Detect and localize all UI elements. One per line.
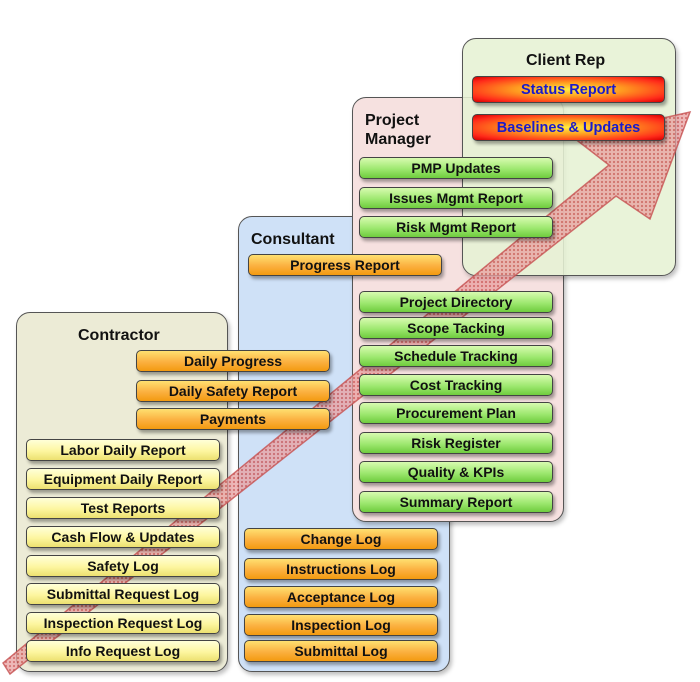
issues-mgmt-report-box: Issues Mgmt Report (359, 187, 553, 209)
summary-report-box: Summary Report (359, 491, 553, 513)
risk-mgmt-report-box: Risk Mgmt Report (359, 216, 553, 238)
info-request-log-box: Info Request Log (26, 640, 220, 662)
project-manager-title: Project Manager (365, 111, 431, 149)
instructions-log-box: Instructions Log (244, 558, 438, 580)
daily-progress-box: Daily Progress (136, 350, 330, 372)
client-rep-title: Client Rep (526, 52, 606, 69)
equipment-daily-report-box: Equipment Daily Report (26, 468, 220, 490)
inspection-log-box: Inspection Log (244, 614, 438, 636)
quality-kpis-box: Quality & KPIs (359, 461, 553, 483)
test-reports-box: Test Reports (26, 497, 220, 519)
pmp-updates-box: PMP Updates (359, 157, 553, 179)
submittal-log-box: Submittal Log (244, 640, 438, 662)
status-report-box: Status Report (472, 76, 665, 103)
scope-tacking-box: Scope Tacking (359, 317, 553, 339)
schedule-tracking-box: Schedule Tracking (359, 345, 553, 367)
contractor-title: Contractor (78, 327, 160, 344)
project-directory-box: Project Directory (359, 291, 553, 313)
cost-tracking-box: Cost Tracking (359, 374, 553, 396)
acceptance-log-box: Acceptance Log (244, 586, 438, 608)
daily-safety-report-box: Daily Safety Report (136, 380, 330, 402)
project-manager-title-line1: Project (365, 112, 420, 129)
progress-report-box: Progress Report (248, 254, 442, 276)
change-log-box: Change Log (244, 528, 438, 550)
procurement-plan-box: Procurement Plan (359, 402, 553, 424)
project-manager-title-line2: Manager (365, 131, 431, 148)
labor-daily-report-box: Labor Daily Report (26, 439, 220, 461)
consultant-title: Consultant (251, 231, 335, 248)
risk-register-box: Risk Register (359, 432, 553, 454)
cash-flow-updates-box: Cash Flow & Updates (26, 526, 220, 548)
safety-log-box: Safety Log (26, 555, 220, 577)
inspection-request-log-box: Inspection Request Log (26, 612, 220, 634)
baselines-updates-box: Baselines & Updates (472, 114, 665, 141)
submittal-request-log-box: Submittal Request Log (26, 583, 220, 605)
payments-box: Payments (136, 408, 330, 430)
